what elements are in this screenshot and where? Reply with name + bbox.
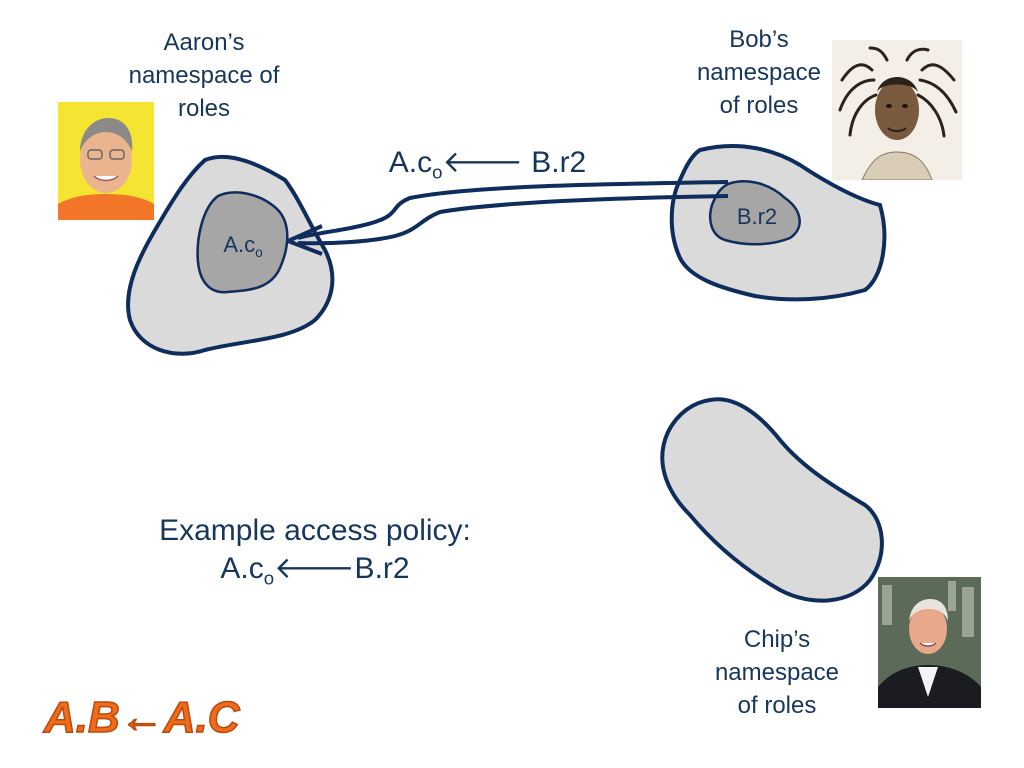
policy-line2: A.co🡐B.r2 <box>120 550 510 588</box>
aaron-photo <box>58 102 154 220</box>
policy-text: Example access policy: A.co🡐B.r2 <box>120 512 510 588</box>
bob-role-text: B.r2 <box>736 204 778 229</box>
aaron-role-sub: o <box>255 244 263 260</box>
chip-label-line2: namespace <box>714 659 840 686</box>
bob-namespace-label: Bob’s namespace of roles <box>674 23 844 122</box>
chip-label-line3: of roles <box>737 692 817 719</box>
aaron-role-label: A.co <box>208 228 278 261</box>
policy-sub: o <box>263 567 275 589</box>
arrow-label-rest: 🡐 B.r2 <box>442 146 587 179</box>
bob-label-line2: namespace <box>696 59 822 86</box>
arrow-label-base: A.c <box>388 146 433 179</box>
delegation-arrow-lower <box>297 194 729 246</box>
chip-photo <box>878 577 981 708</box>
chip-namespace-label: Chip’s namespace of roles <box>692 623 862 722</box>
chip-namespace-blob <box>660 397 884 603</box>
chip-label-line1: Chip’s <box>743 626 811 653</box>
bob-label-line3: of roles <box>719 92 799 119</box>
abac-logo: A.B←A.C <box>43 692 240 743</box>
aaron-role-base: A.c <box>223 232 256 257</box>
bob-label-line1: Bob’s <box>729 26 789 53</box>
aaron-label-line2: namespace of <box>128 62 280 89</box>
arrow-label: A.co🡐 B.r2 <box>380 145 595 181</box>
aaron-label-line3: roles <box>177 95 231 122</box>
aaron-label-line1: Aaron’s <box>163 29 245 56</box>
delegation-arrow-head <box>286 224 323 256</box>
arrow-label-sub: o <box>432 161 443 183</box>
bob-role-region <box>708 180 801 246</box>
policy-base: A.c <box>220 552 264 585</box>
policy-line1: Example access policy: <box>159 514 471 547</box>
aaron-namespace-label: Aaron’s namespace of roles <box>104 26 304 125</box>
policy-rest: 🡐B.r2 <box>274 552 410 585</box>
bob-photo <box>832 40 962 180</box>
delegation-arrow-upper <box>297 180 729 240</box>
aaron-role-region <box>196 191 289 294</box>
bob-role-label: B.r2 <box>722 200 792 233</box>
